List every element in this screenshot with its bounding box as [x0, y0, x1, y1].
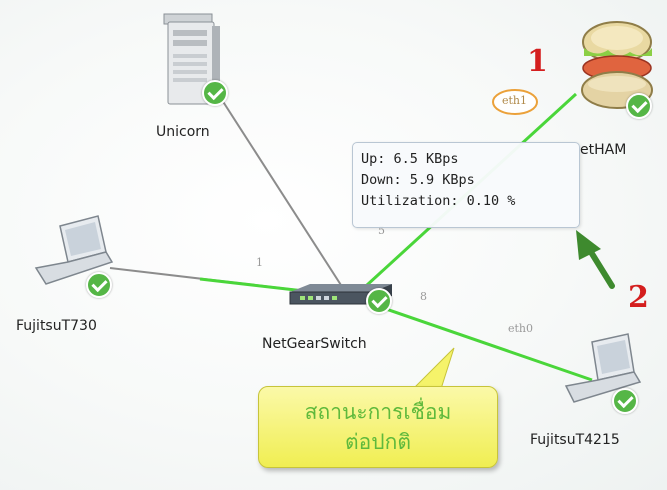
node-label-fujitsu-t730[interactable]: FujitsuT730: [16, 318, 97, 334]
tooltip-utilization: Utilization: 0.10 %: [361, 193, 516, 209]
interface-label-eth1: eth1: [502, 94, 528, 107]
port-label-8: 8: [420, 290, 427, 303]
tooltip-download-rate: Down: 5.9 KBps: [361, 172, 475, 188]
link-traffic-tooltip: Up: 6.5 KBps Down: 5.9 KBps Utilization:…: [352, 142, 580, 228]
status-ok-icon: [86, 272, 112, 298]
port-label-5: 5: [378, 224, 385, 237]
laptop-icon[interactable]: [34, 215, 114, 285]
status-ok-icon: [612, 388, 638, 414]
server-tower-icon[interactable]: [163, 13, 220, 105]
node-label-hamster[interactable]: etHAM: [580, 142, 627, 158]
eth1-port-marker[interactable]: [492, 89, 538, 115]
port-label-1: 1: [256, 256, 263, 269]
status-note-line-1: สถานะการเชื่อม: [304, 400, 452, 424]
laptop-icon[interactable]: [564, 333, 642, 403]
link-switch-t4215[interactable]: [359, 298, 593, 382]
link-unicorn-switch[interactable]: [221, 99, 349, 297]
interface-label-eth0: eth0: [508, 322, 534, 335]
node-label-unicorn[interactable]: Unicorn: [156, 124, 210, 140]
status-note-line-2: ต่อปกติ: [345, 430, 411, 454]
callout-number-1: 1: [527, 44, 548, 79]
tooltip-upload-rate: Up: 6.5 KBps: [361, 151, 459, 167]
arrow-pointer-icon: [576, 230, 615, 289]
callout-number-2: 2: [628, 280, 649, 315]
status-ok-icon: [202, 80, 228, 106]
status-ok-icon: [366, 288, 392, 314]
node-label-fujitsu-t4215[interactable]: FujitsuT4215: [530, 432, 620, 448]
status-note-bubble: สถานะการเชื่อม ต่อปกติ: [258, 386, 498, 468]
node-label-netgear-switch[interactable]: NetGearSwitch: [262, 336, 367, 352]
status-ok-icon: [626, 93, 652, 119]
